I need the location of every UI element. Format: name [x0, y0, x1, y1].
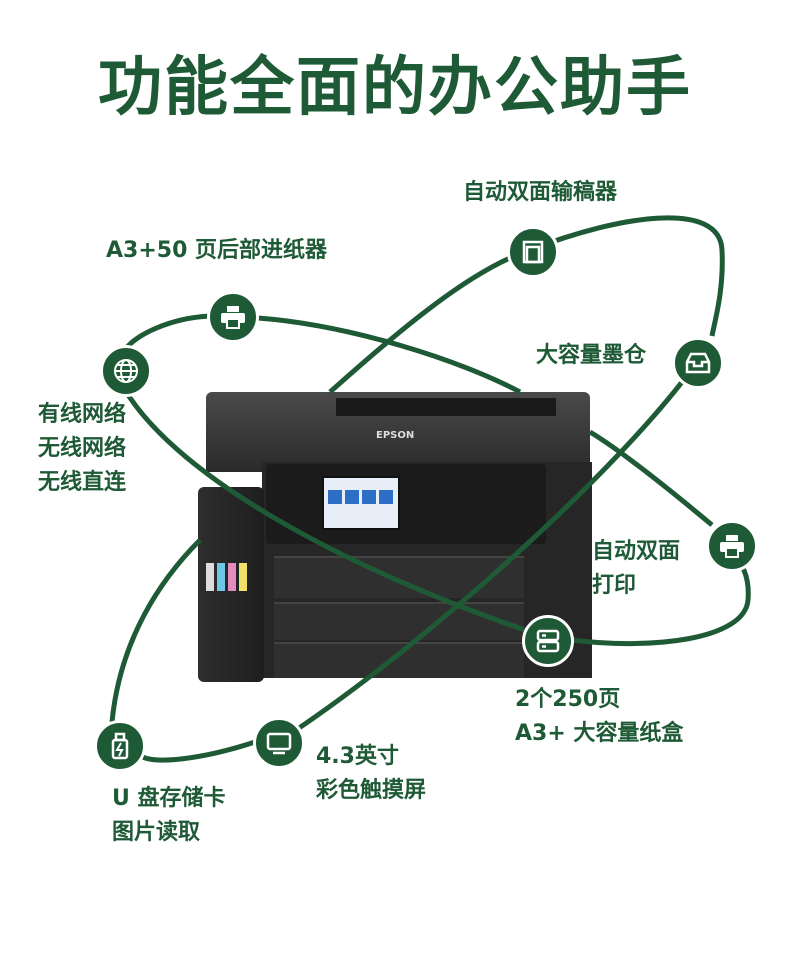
label-ink-tank: 大容量墨仓 [536, 343, 647, 368]
label-trays: 2个250页 A3+ 大容量纸盒 [515, 683, 683, 751]
label-duplex-line2: 打印 [592, 573, 637, 598]
monitor-icon [253, 717, 305, 769]
label-duplex: 自动双面 打印 [592, 535, 680, 603]
label-wireless: 无线网络 [38, 436, 127, 461]
duplex-print-icon [706, 520, 758, 572]
label-adf: 自动双面输稿器 [463, 180, 618, 205]
label-screen-line2: 彩色触摸屏 [316, 778, 427, 803]
usb-drive-icon [94, 720, 146, 772]
label-wired: 有线网络 [38, 402, 127, 427]
paper-tray-icon [522, 615, 574, 667]
adf-icon [507, 226, 559, 278]
touch-screen [322, 476, 400, 530]
ink-tank-icon [672, 337, 724, 389]
label-usb-line1: U 盘存储卡 [112, 786, 226, 811]
ink-tank [198, 487, 264, 682]
globe-icon [100, 345, 152, 397]
printer-icon [207, 291, 259, 343]
page-title: 功能全面的办公助手 [98, 51, 692, 125]
label-usb: U 盘存储卡 图片读取 [112, 782, 226, 850]
label-trays-line1: 2个250页 [515, 687, 621, 712]
label-screen-line1: 4.3英寸 [316, 744, 399, 769]
label-wifi-direct: 无线直连 [38, 470, 127, 495]
label-trays-line2: A3+ 大容量纸盒 [515, 721, 684, 746]
printer-image: EPSON [196, 392, 592, 684]
label-duplex-line1: 自动双面 [592, 539, 681, 564]
label-usb-line2: 图片读取 [112, 820, 201, 845]
brand-logo: EPSON [376, 430, 415, 441]
label-rear-feed: A3+50 页后部进纸器 [106, 238, 328, 263]
label-screen: 4.3英寸 彩色触摸屏 [316, 740, 426, 808]
label-network: 有线网络 无线网络 无线直连 [38, 398, 126, 500]
